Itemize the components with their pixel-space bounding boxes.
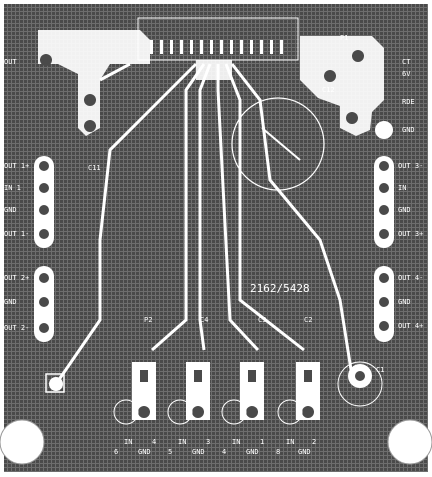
silkscreen-label: GND — [398, 206, 411, 214]
label-c4: C4 — [200, 316, 208, 324]
via — [346, 112, 358, 124]
silkscreen-label: 2 — [312, 438, 316, 446]
silkscreen-label: 8 — [276, 448, 280, 456]
via — [49, 377, 63, 391]
silkscreen-label: GND — [192, 448, 205, 456]
silkscreen-label: 1 — [260, 438, 264, 446]
silkscreen-label: GND — [4, 298, 17, 306]
silkscreen-label: 4 — [222, 448, 226, 456]
top-left-pad-area — [38, 30, 150, 136]
silkscreen-label: GND — [4, 206, 17, 214]
silkscreen-label: IN — [286, 438, 294, 446]
left-terminal-strip-1 — [34, 156, 54, 248]
silkscreen-label: GND — [138, 448, 151, 456]
silkscreen-label: 3 — [206, 438, 210, 446]
silkscreen-label: IN — [398, 184, 406, 192]
right-labels-1: OUT 3- IN GND OUT 3+ — [398, 162, 423, 238]
label-p2: P2 — [144, 316, 152, 324]
left-labels-1: OUT 1+ IN 1 GND OUT 1- — [4, 162, 29, 238]
silkscreen-label: 6V — [402, 70, 411, 78]
left-labels-2: OUT 2+ GND OUT 2- — [4, 274, 29, 332]
silkscreen-label: IN 1 — [4, 184, 21, 192]
label-c3: C3 — [258, 316, 266, 324]
silkscreen-label: OUT 4- — [398, 274, 423, 282]
silkscreen-label: GND — [398, 298, 411, 306]
ribbon-connector-pins — [150, 40, 283, 54]
silkscreen-label: GND — [298, 448, 311, 456]
mount-hole-bottom-right — [387, 419, 432, 465]
silkscreen-label: IN — [178, 438, 186, 446]
right-labels-2: OUT 4- GND OUT 4+ — [398, 274, 423, 330]
silkscreen-label: OUT 1+ — [4, 162, 29, 170]
silkscreen-label: IN — [232, 438, 240, 446]
silkscreen-label: CT — [402, 58, 411, 66]
silkscreen-label: OUT 3+ — [398, 230, 423, 238]
bottom-input-connectors — [113, 362, 320, 425]
label-left-top: OUT — [4, 58, 17, 66]
via — [352, 50, 364, 62]
silkscreen-label: OUT 3- — [398, 162, 423, 170]
silkscreen-label: OUT 2- — [4, 324, 29, 332]
via — [324, 70, 336, 82]
via — [84, 120, 96, 132]
silkscreen-label: 5 — [168, 448, 172, 456]
via — [375, 121, 393, 139]
via — [40, 54, 52, 66]
silkscreen-label: RDE — [402, 98, 415, 106]
copper-traces — [54, 62, 354, 385]
silkscreen-label: OUT 1- — [4, 230, 29, 238]
label-c2: C2 — [304, 316, 312, 324]
bottom-pin-labels: 2 GND IN 8 1 GND IN 4 3 GND IN 5 4 GND I… — [114, 438, 316, 456]
silkscreen-label: 4 — [152, 438, 156, 446]
part-number: 2162/5428 — [250, 282, 310, 295]
label-p1: P1 — [340, 34, 348, 42]
right-top-labels: CT 6V RDE GND — [402, 58, 415, 134]
silkscreen-label: 6 — [114, 448, 118, 456]
top-right-pad-area — [300, 36, 384, 136]
silkscreen-label: OUT 4+ — [398, 322, 423, 330]
mount-hole-bottom-left — [0, 419, 45, 465]
silkscreen-label: GND — [402, 126, 415, 134]
silkscreen-label: GND — [246, 448, 259, 456]
label-c1: C1 — [376, 366, 384, 374]
via — [84, 94, 96, 106]
silkscreen-label: OUT 2+ — [4, 274, 29, 282]
silkscreen-label: IN — [124, 438, 132, 446]
right-terminal-strip-1 — [374, 156, 394, 248]
label-c11: C11 — [88, 164, 101, 172]
label-c12: C12 — [322, 86, 335, 94]
